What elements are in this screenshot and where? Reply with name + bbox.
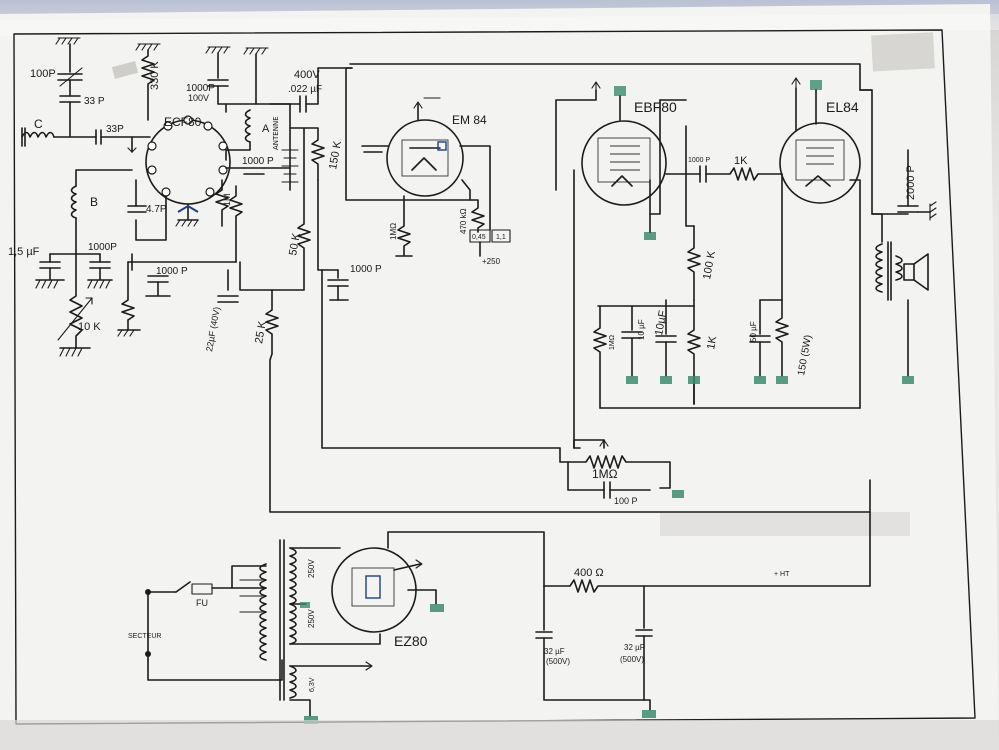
label-33p-mid: 33P [106, 124, 124, 135]
label-100v: 100V [188, 93, 209, 103]
label-250v-b: 250V [307, 609, 316, 628]
label-2000p: 2000 P [905, 165, 917, 200]
label-1000p-mid: 1000 P [242, 156, 274, 167]
paper [0, 4, 999, 750]
label-1m-em: 1MΩ [389, 223, 398, 240]
tape-mark [871, 32, 935, 72]
label-1000p-ebf: 1000 P [688, 157, 711, 164]
label-50k: 50 K [287, 231, 303, 256]
label-100p: 100P [30, 68, 56, 80]
label-10uf-ebf: 10 µF [637, 319, 646, 340]
tube-label-el84: EL84 [826, 99, 859, 115]
label-25k: 25 K [253, 319, 269, 344]
label-coil-c: C [34, 117, 43, 131]
label-32uf-b: 32 µF [624, 643, 645, 652]
label-fuse: FU [196, 598, 208, 608]
label-em-plus: +250 [482, 257, 501, 266]
label-1000p-100v: 1000P [186, 83, 215, 94]
label-1k-cath: 1K [705, 335, 719, 351]
em84-tube [386, 119, 464, 197]
label-470k: 470 kΩ [459, 208, 468, 234]
label-1mo-ebf: 1MΩ [609, 335, 616, 350]
label-33p: 33 P [84, 96, 105, 107]
label-150k: 150 K [327, 139, 344, 170]
label-10uf: 10µF [653, 309, 669, 336]
label-em-v2: 1,1 [496, 234, 506, 241]
label-022uf: .022 µF [288, 84, 322, 95]
label-32uf-a-rating: (500V) [546, 657, 570, 666]
label-4-7p: 4.7P [146, 204, 167, 215]
label-32uf-a: 32 µF [544, 647, 565, 656]
tube-label-em84: EM 84 [452, 113, 487, 127]
el84-tube [779, 122, 861, 204]
ebf80-tube [581, 120, 667, 206]
label-1000p-left: 1000P [88, 242, 117, 253]
label-10k-pot: 10 K [78, 321, 101, 333]
tape-mark [660, 512, 910, 536]
label-100k: 100 K [701, 249, 718, 280]
label-330k: 330 K [149, 61, 161, 90]
label-1000p-em: 1000 P [350, 264, 382, 275]
label-antenne: ANTENNE [272, 116, 280, 150]
label-400-ohm: 400 Ω [574, 567, 604, 579]
label-50uf: 50 µF [749, 321, 758, 342]
drawing-border [13, 29, 976, 725]
label-1-5uf: 1,5 µF [8, 246, 40, 258]
tube-label-ez80: EZ80 [394, 633, 428, 649]
tube-label-ecf80: ECF80 [164, 115, 202, 129]
label-100p-pot: 100 P [614, 496, 638, 506]
label-400v: 400V [294, 69, 320, 81]
label-pot-1m: 1MΩ [592, 467, 618, 481]
label-coil-b: B [90, 195, 98, 209]
label-250v-a: 250V [307, 559, 316, 578]
ebf80-section: EBF80 1000 P 1K 100 K 1K 1MΩ 10 µF [555, 81, 861, 449]
volume-pot: 1MΩ 100 P [559, 439, 684, 506]
tube-label-ebf80: EBF80 [634, 99, 677, 115]
label-6-3v: 6,3V [309, 677, 316, 692]
label-32uf-b-rating: (500V) [620, 655, 644, 664]
label-ht: + HT [774, 571, 790, 578]
label-1000p-left2: 1000 P [156, 266, 188, 277]
label-coil-a: A [262, 123, 270, 135]
label-1m-ecf: 1M [222, 193, 232, 206]
label-secteur: SECTEUR [128, 633, 161, 640]
label-1k-ebf: 1K [734, 155, 748, 167]
label-em-v1: 0,45 [472, 234, 486, 241]
